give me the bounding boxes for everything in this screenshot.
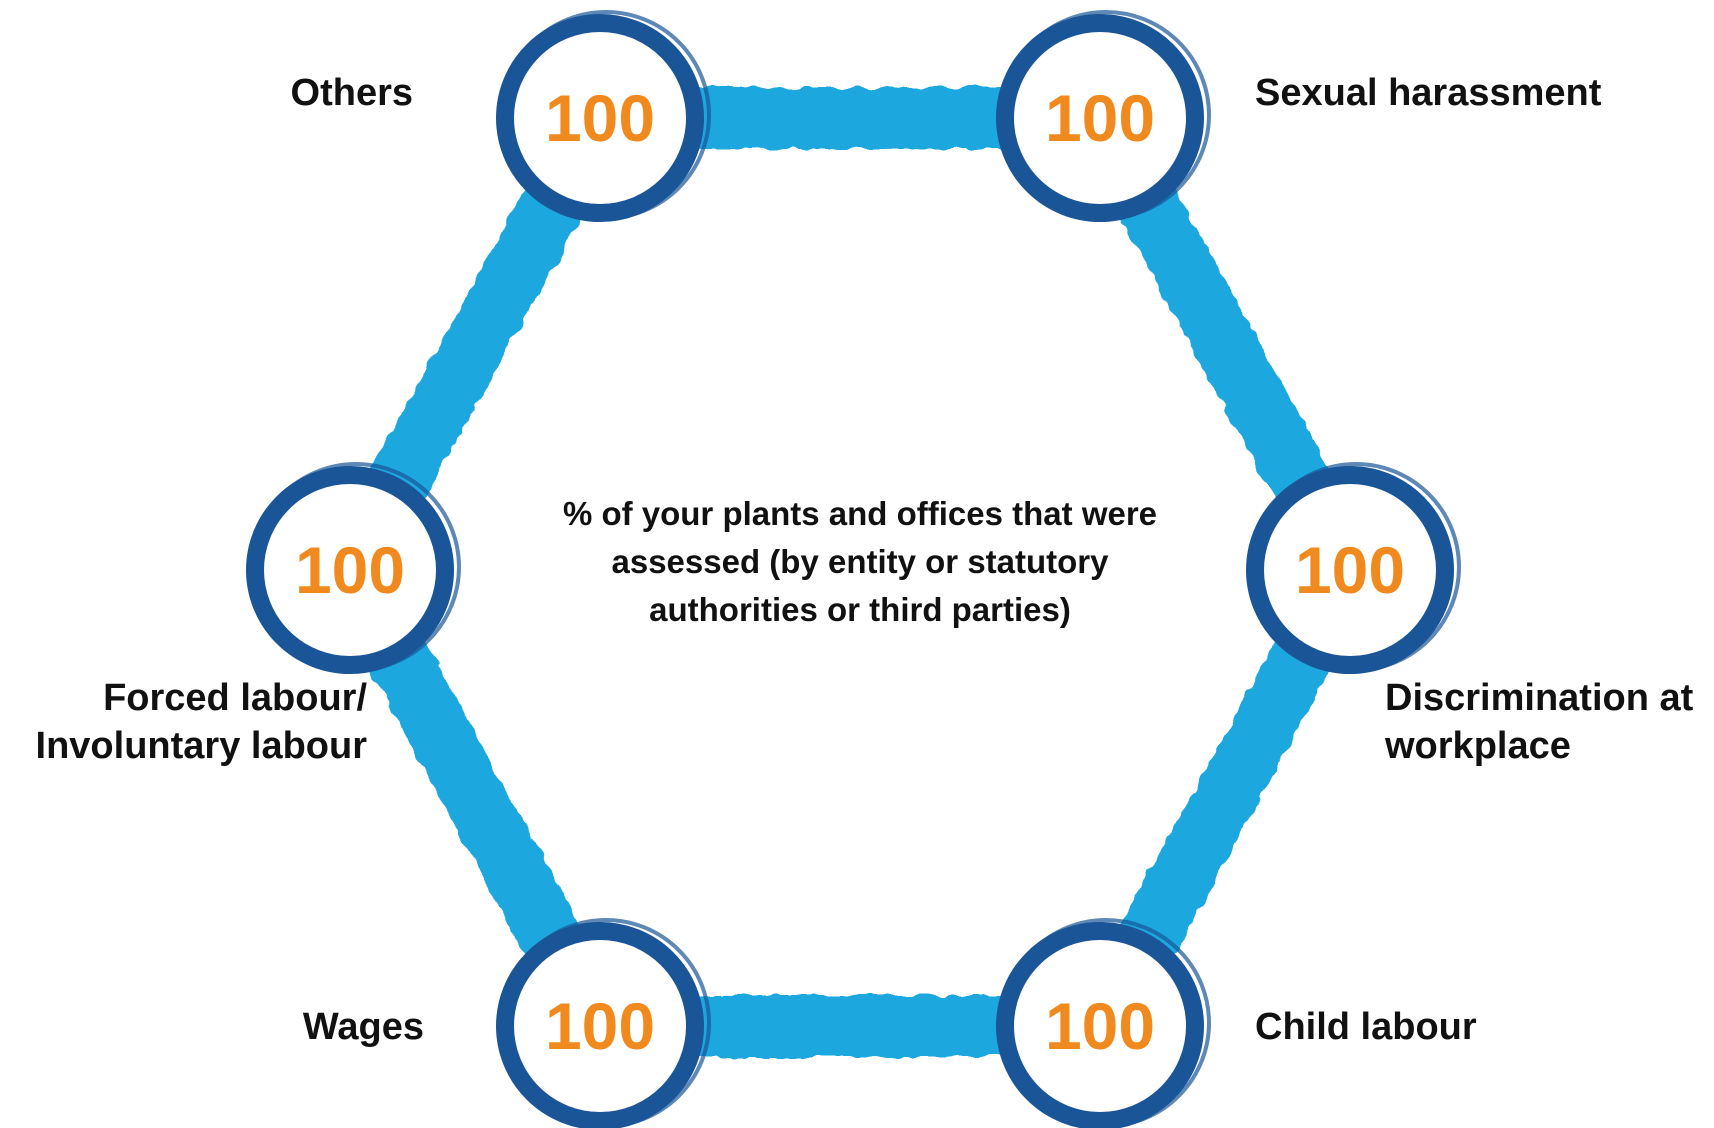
node-forced-labour-value: 100: [295, 533, 405, 607]
node-discrimination-ring-stroke: [1251, 462, 1461, 672]
node-sexual-harassment-ring-stroke: [1001, 10, 1211, 220]
node-child-labour-circle: [1005, 931, 1195, 1121]
node-others-label: Others: [290, 72, 413, 114]
node-sexual-harassment-circle: [1005, 23, 1195, 213]
node-others-ring-stroke: [501, 10, 711, 220]
node-child-labour-ring-stroke: [1001, 918, 1211, 1128]
node-sexual-harassment-value: 100: [1045, 81, 1155, 155]
node-wages-ring-stroke: [501, 918, 711, 1128]
node-others-circle: [505, 23, 695, 213]
node-sexual-harassment-label: Sexual harassment: [1255, 72, 1602, 114]
node-child-labour-value: 100: [1045, 989, 1155, 1063]
node-forced-labour-label: Forced labour/Involuntary labour: [35, 677, 367, 767]
node-wages-value: 100: [545, 989, 655, 1063]
node-child-labour-label: Child labour: [1255, 1006, 1477, 1048]
node-discrimination-value: 100: [1295, 533, 1405, 607]
node-forced-labour-ring-stroke: [251, 462, 461, 672]
node-wages-circle: [505, 931, 695, 1121]
node-values: 100 100 100 100 100 100: [295, 81, 1405, 1063]
node-wages-label: Wages: [302, 1006, 424, 1048]
center-caption: % of your plants and offices that were a…: [562, 495, 1158, 628]
node-discrimination-circle: [1255, 475, 1445, 665]
node-forced-labour-circle: [255, 475, 445, 665]
node-others-value: 100: [545, 81, 655, 155]
node-rings: [246, 10, 1461, 1128]
